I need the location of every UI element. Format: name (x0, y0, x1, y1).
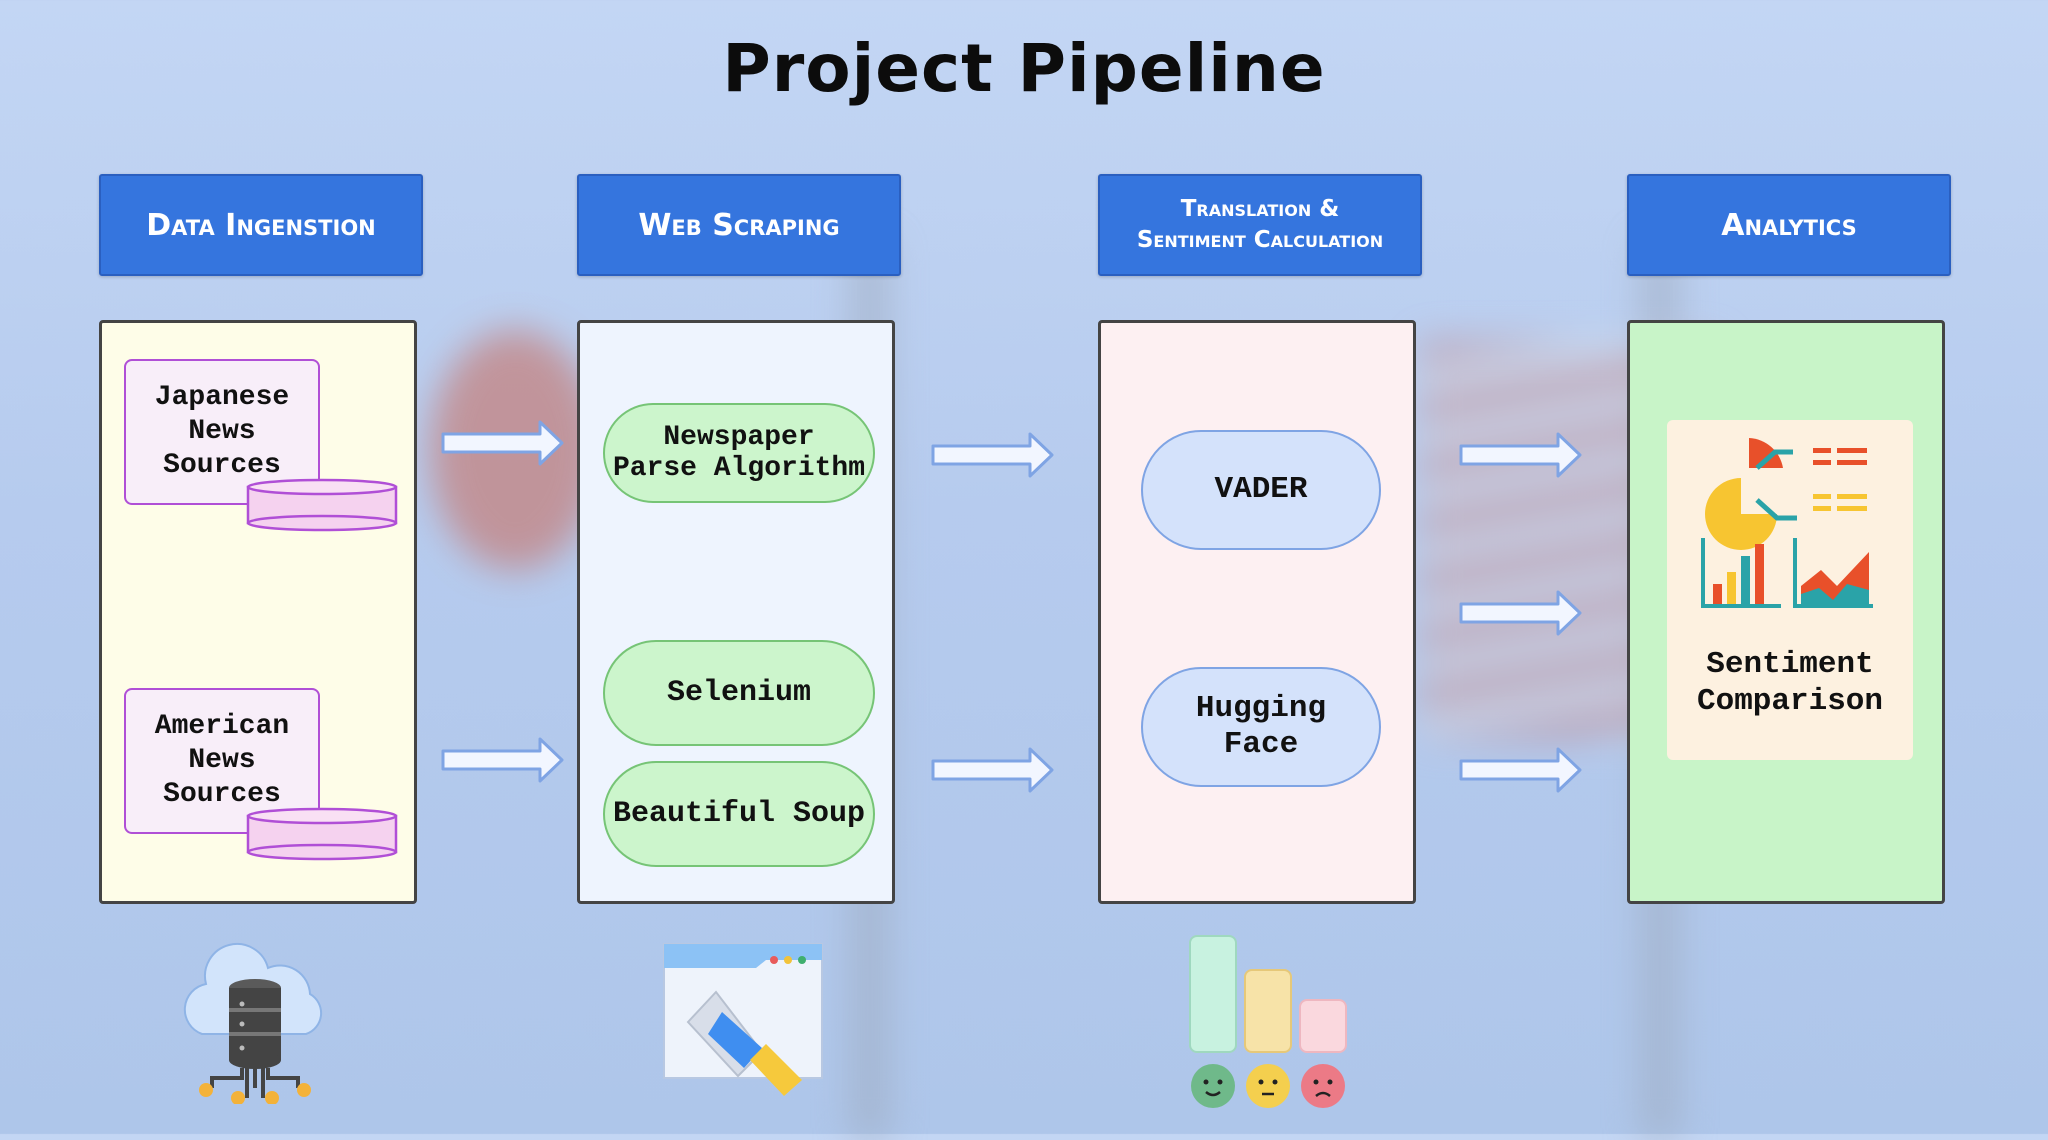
analytics-charts-icon (1701, 438, 1873, 608)
stage-header-analytics: Analytics (1627, 174, 1951, 276)
flow-arrow (1459, 590, 1582, 636)
flow-arrow (441, 420, 564, 466)
model-hugging-face: Hugging Face (1141, 667, 1381, 787)
tool-newspaper-parse: Newspaper Parse Algorithm (603, 403, 875, 503)
panel-analytics: Sentiment Comparison (1627, 320, 1945, 904)
page-title: Project Pipeline (722, 30, 1326, 107)
tool-selenium: Selenium (603, 640, 875, 746)
panel-data-ingestion: Japanese News Sources American News Sour… (99, 320, 417, 904)
tool-beautiful-soup: Beautiful Soup (603, 761, 875, 867)
model-vader: VADER (1141, 430, 1381, 550)
flow-arrow (441, 737, 564, 783)
analytics-card: Sentiment Comparison (1667, 420, 1913, 760)
flow-arrow (1459, 432, 1582, 478)
database-cylinder-icon (246, 478, 398, 532)
flow-arrow (931, 747, 1054, 793)
output-sentiment-comparison: Sentiment Comparison (1696, 647, 1884, 719)
stage-header-line: Sentiment Calculation (1136, 227, 1384, 253)
panel-translation-sentiment: VADER Hugging Face (1098, 320, 1416, 904)
stage-header-data-ingestion: Data Ingenstion (99, 174, 423, 276)
panel-web-scraping: Newspaper Parse Algorithm Selenium Beaut… (577, 320, 895, 904)
flow-arrow (931, 432, 1054, 478)
cloud-database-icon (183, 943, 323, 1104)
stage-header-line: Translation & (1180, 196, 1340, 222)
web-scraper-icon (663, 943, 823, 1096)
stage-header-translation-sentiment: Translation & Sentiment Calculation (1098, 174, 1422, 276)
flow-arrow (1459, 747, 1582, 793)
sentiment-bars-icon (1189, 935, 1347, 1108)
database-cylinder-icon (246, 807, 398, 861)
stage-header-web-scraping: Web Scraping (577, 174, 901, 276)
